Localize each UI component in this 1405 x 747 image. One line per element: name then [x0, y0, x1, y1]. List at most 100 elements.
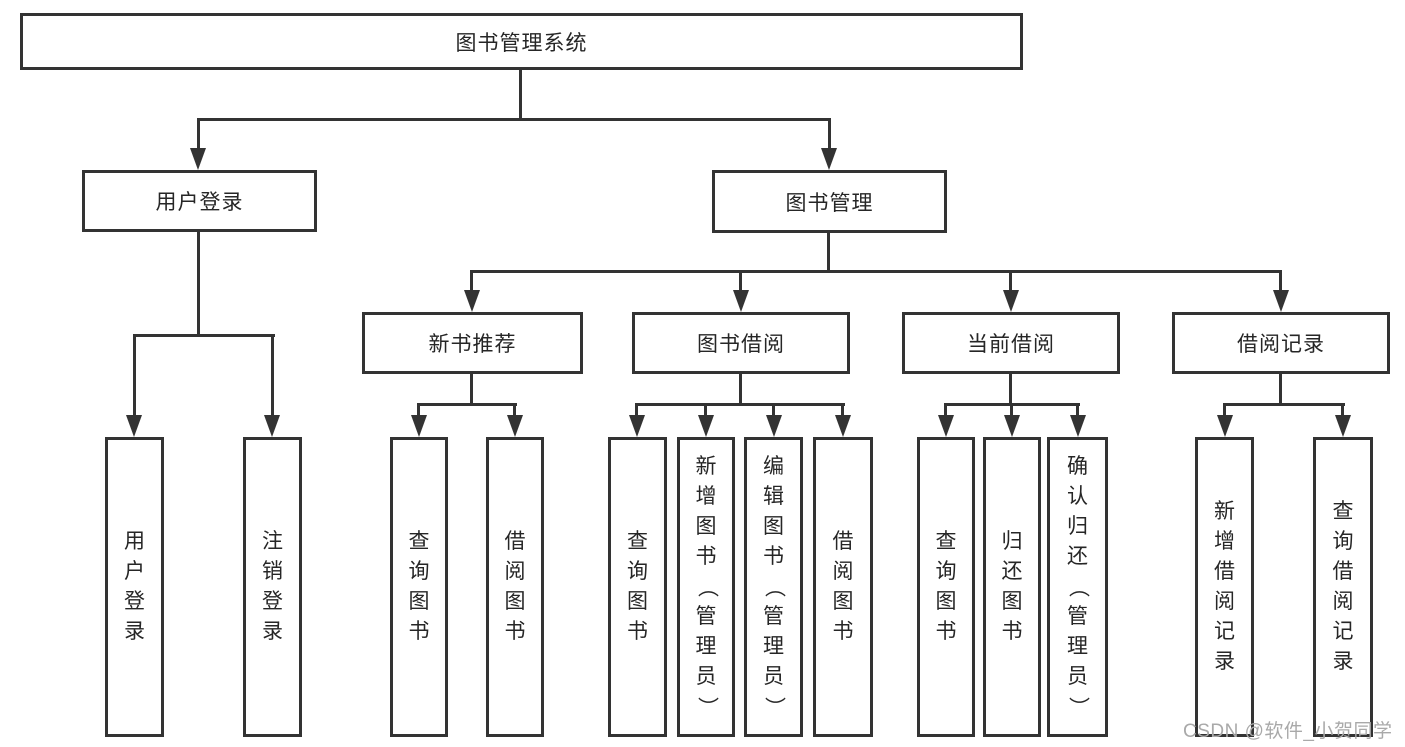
vertical-char: 借 [504, 530, 526, 553]
arrow-down-icon [733, 290, 749, 312]
leaf-query-book-borrow: 查询图书 [608, 437, 667, 737]
connector-line [841, 403, 844, 419]
leaf-edit-book-admin: 编辑图书（管理员） [744, 437, 803, 737]
connector-line [133, 334, 136, 419]
arrow-down-icon [190, 148, 206, 170]
vertical-char: 图 [1001, 590, 1023, 613]
connector-line [417, 403, 420, 419]
vertical-char: 询 [408, 560, 430, 583]
vertical-char: 归 [1001, 530, 1023, 553]
vertical-char: 书 [504, 620, 526, 643]
connector-line [772, 403, 775, 419]
vertical-char: 编 [763, 455, 784, 478]
connector-line [1010, 403, 1013, 419]
vertical-char: 借 [1214, 560, 1235, 583]
arrow-down-icon [698, 415, 714, 437]
leaf-user-login: 用户登录 [105, 437, 164, 737]
connector-line [133, 334, 275, 337]
leaf-return-book: 归还图书 [983, 437, 1041, 737]
connector-line [1009, 374, 1012, 405]
vertical-char: 图 [627, 590, 648, 613]
leaf-query-borrow-record: 查询借阅记录 [1313, 437, 1373, 737]
vertical-char: 询 [935, 560, 957, 583]
connector-line [271, 334, 274, 419]
connector-line [519, 70, 522, 120]
vertical-char: 借 [832, 530, 854, 553]
vertical-char: 书 [1001, 620, 1023, 643]
connector-line [944, 403, 947, 419]
vertical-char: 书 [408, 620, 430, 643]
vertical-char: （ [1066, 576, 1090, 598]
leaf-borrow-book: 借阅图书 [813, 437, 873, 737]
connector-line [1279, 374, 1282, 405]
vertical-char: 员 [763, 665, 784, 688]
vertical-char: 图 [408, 590, 430, 613]
arrow-down-icon [938, 415, 954, 437]
connector-line [1341, 403, 1344, 419]
vertical-char: 登 [262, 590, 283, 613]
vertical-char: 户 [124, 560, 145, 583]
arrow-down-icon [629, 415, 645, 437]
vertical-char: 辑 [763, 485, 784, 508]
vertical-char: 录 [124, 620, 145, 643]
connector-line [470, 270, 473, 294]
connector-line [739, 374, 742, 405]
vertical-char: 注 [262, 530, 283, 553]
vertical-char: 录 [262, 620, 283, 643]
connector-line [704, 403, 707, 419]
leaf-add-book-admin: 新增图书（管理员） [677, 437, 735, 737]
arrow-down-icon [1335, 415, 1351, 437]
vertical-char: 录 [1214, 650, 1235, 673]
connector-line [827, 233, 830, 273]
node-borrow-record: 借阅记录 [1172, 312, 1390, 374]
vertical-char: 管 [695, 605, 717, 628]
node-current-borrow: 当前借阅 [902, 312, 1120, 374]
vertical-char: 阅 [1332, 590, 1354, 613]
connector-line [418, 403, 517, 406]
vertical-char: 书 [763, 545, 784, 568]
vertical-char: 增 [695, 485, 717, 508]
vertical-char: 图 [935, 590, 957, 613]
connector-line [197, 118, 831, 121]
connector-line [635, 403, 638, 419]
vertical-char: 用 [124, 530, 145, 553]
vertical-char: 借 [1332, 560, 1354, 583]
arrow-down-icon [464, 290, 480, 312]
vertical-char: 询 [1332, 530, 1354, 553]
vertical-char: 理 [695, 635, 717, 658]
connector-line [1279, 270, 1282, 294]
watermark: CSDN @软件_小贺同学 [1183, 721, 1393, 742]
vertical-char: 新 [695, 455, 717, 478]
vertical-char: 归 [1067, 515, 1088, 538]
vertical-char: 确 [1067, 455, 1088, 478]
vertical-char: 阅 [1214, 590, 1235, 613]
connector-line [513, 403, 516, 419]
vertical-char: 询 [627, 560, 648, 583]
vertical-char: 书 [695, 545, 717, 568]
connector-line [1223, 403, 1226, 419]
arrow-down-icon [766, 415, 782, 437]
arrow-down-icon [821, 148, 837, 170]
connector-line [828, 118, 831, 152]
leaf-confirm-return-admin: 确认归还（管理员） [1047, 437, 1108, 737]
vertical-char: 还 [1001, 560, 1023, 583]
arrow-down-icon [1217, 415, 1233, 437]
vertical-char: 图 [504, 590, 526, 613]
connector-line [470, 374, 473, 405]
vertical-char: （ [695, 576, 718, 598]
leaf-borrow-book-recommend: 借阅图书 [486, 437, 544, 737]
vertical-char: 记 [1332, 620, 1354, 643]
vertical-char: 理 [1067, 635, 1088, 658]
vertical-char: ） [762, 696, 786, 718]
connector-line [197, 118, 200, 152]
vertical-char: 查 [627, 530, 648, 553]
vertical-char: ） [695, 696, 718, 718]
arrow-down-icon [1273, 290, 1289, 312]
vertical-char: 增 [1214, 530, 1235, 553]
vertical-char: 销 [262, 560, 283, 583]
node-user-login: 用户登录 [82, 170, 317, 232]
node-book-management: 图书管理 [712, 170, 947, 233]
leaf-query-book-current: 查询图书 [917, 437, 975, 737]
connector-line [636, 403, 845, 406]
